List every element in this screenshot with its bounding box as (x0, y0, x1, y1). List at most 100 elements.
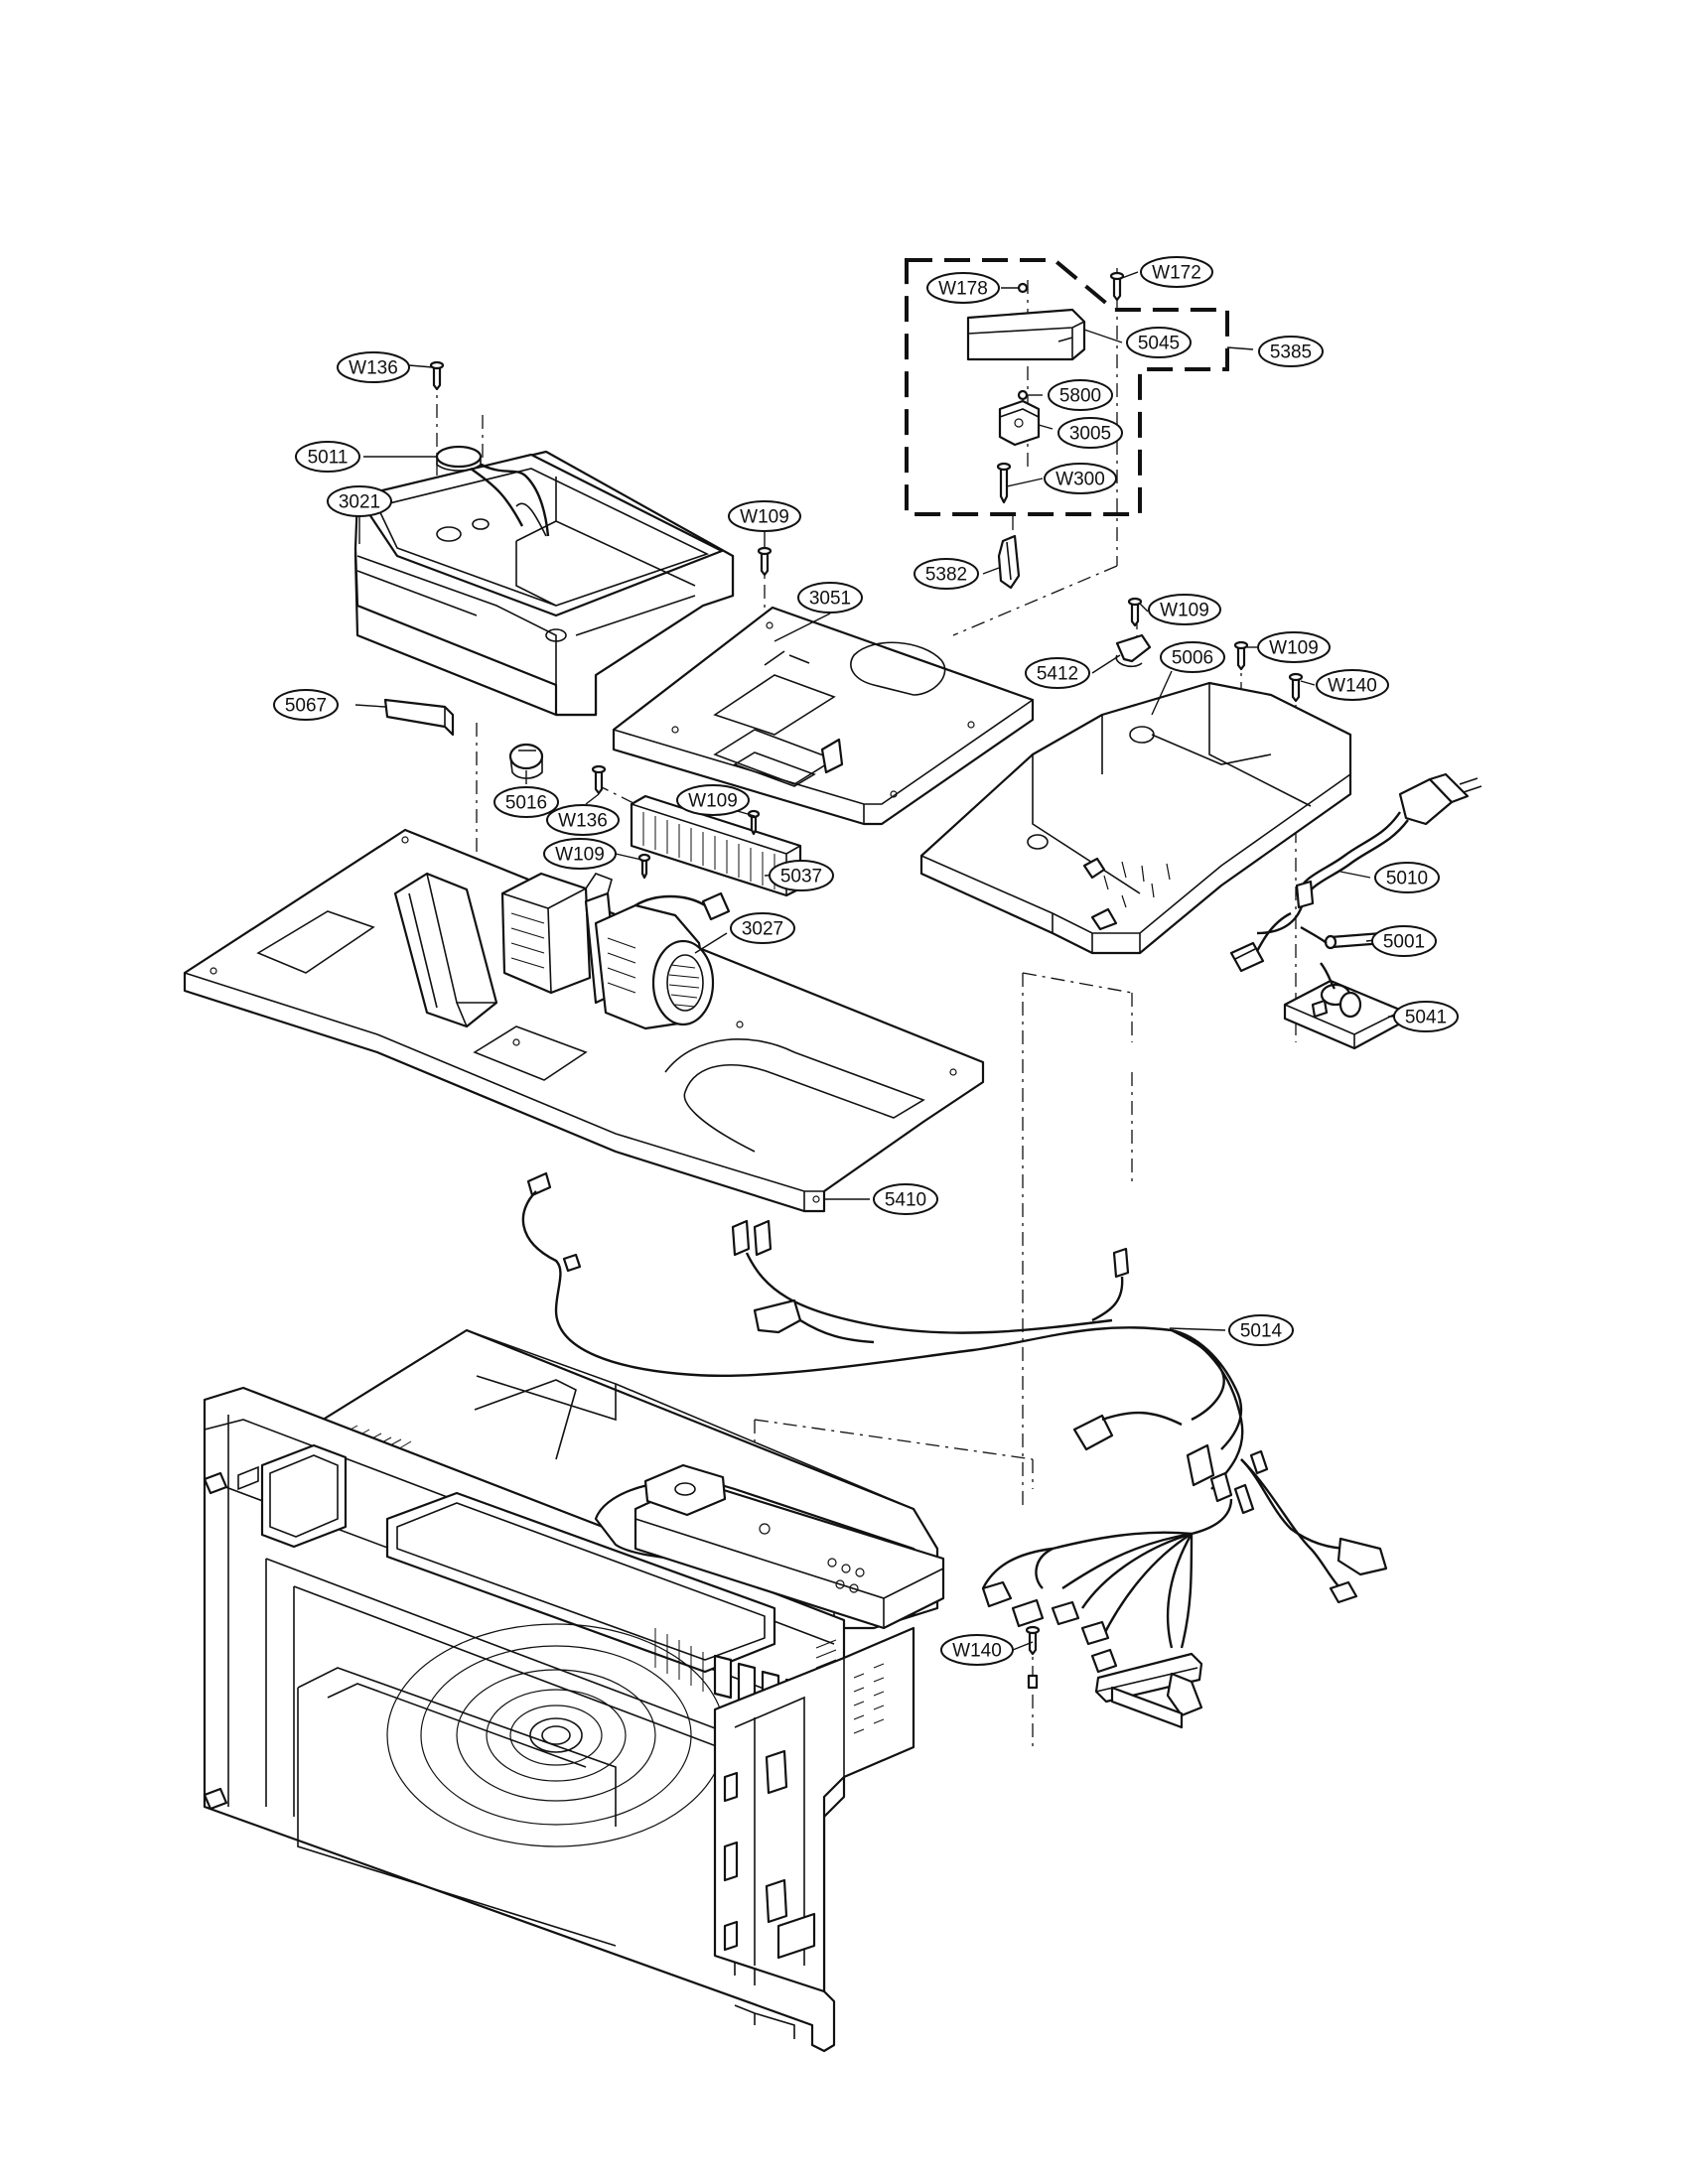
callout-oval (327, 485, 392, 517)
leader-lines (354, 271, 1402, 1651)
screw-w300 (996, 462, 1012, 504)
callout-5045: 5045 (1126, 327, 1192, 358)
callout-oval (1044, 463, 1117, 494)
callout-oval (1393, 1001, 1459, 1032)
callout-5385: 5385 (1258, 336, 1324, 367)
callout-oval (546, 804, 620, 836)
callout-w109d: W109 (676, 784, 750, 816)
callout-w109c: W109 (1257, 631, 1331, 663)
callout-oval (337, 351, 410, 383)
screw-w109-plate (757, 546, 773, 577)
screw-w136-top (429, 360, 445, 391)
callout-label: 5010 (1386, 869, 1428, 889)
screw-w109-tray-a (1127, 597, 1143, 627)
screw-w136-lower (591, 764, 607, 795)
callout-w178: W178 (926, 272, 1000, 304)
screw-w109-tray-b (1233, 640, 1249, 671)
callout-oval (1160, 641, 1225, 673)
callout-label: 5067 (285, 696, 327, 717)
callout-oval (769, 860, 834, 891)
bracket-5067 (383, 698, 455, 737)
callout-label: W109 (1269, 638, 1319, 659)
callout-label: W300 (1055, 470, 1105, 490)
actuator-5382 (997, 534, 1021, 590)
callout-oval (1374, 862, 1440, 893)
oven-cavity-chassis (203, 1328, 945, 2053)
callout-oval (493, 786, 559, 818)
callout-w172: W172 (1140, 256, 1213, 288)
callout-3051: 3051 (797, 582, 863, 614)
callout-oval (914, 558, 979, 590)
callout-w109e: W109 (543, 838, 617, 870)
callout-label: 3005 (1069, 424, 1111, 445)
callout-5041: 5041 (1393, 1001, 1459, 1032)
callout-label: W140 (1328, 676, 1377, 697)
screw-w109-blower (637, 853, 651, 880)
callout-label: 5412 (1037, 664, 1078, 685)
callout-oval (1148, 594, 1221, 625)
callout-label: 5011 (308, 448, 349, 469)
callout-5382: 5382 (914, 558, 979, 590)
wire-harness-5014 (521, 1171, 1388, 1729)
screw-w140-tray (1288, 672, 1304, 703)
callout-label: 5410 (885, 1190, 926, 1211)
callout-oval (873, 1183, 938, 1215)
screw-w172 (1109, 271, 1125, 302)
callout-label: W178 (938, 279, 988, 300)
callout-oval (1228, 1314, 1294, 1346)
callout-5037: 5037 (769, 860, 834, 891)
callout-label: 5001 (1383, 932, 1425, 953)
callout-label: 5385 (1270, 342, 1312, 363)
callout-oval (1126, 327, 1192, 358)
tray-5006 (919, 681, 1352, 955)
callout-label: 5037 (780, 867, 822, 887)
callout-label: 5016 (505, 793, 547, 814)
callout-label: W109 (688, 791, 738, 812)
base-plate-5410 (183, 828, 985, 1213)
duct-cover-3021 (353, 450, 735, 717)
callout-w136a: W136 (337, 351, 410, 383)
callout-5412: 5412 (1025, 657, 1090, 689)
vent-duct (393, 872, 498, 1028)
callout-w109a: W109 (728, 500, 801, 532)
callout-label: W136 (349, 358, 398, 379)
callout-label: 3027 (742, 919, 783, 940)
callout-oval (728, 500, 801, 532)
callout-label: W109 (555, 845, 605, 866)
callout-oval (1025, 657, 1090, 689)
callout-label: W136 (558, 811, 608, 832)
callout-3005: 3005 (1057, 417, 1123, 449)
callout-label: 3021 (339, 492, 380, 513)
callout-oval (273, 689, 339, 721)
callout-5011: 5011 (295, 441, 360, 473)
switch-3005 (998, 399, 1041, 447)
callout-label: W109 (740, 507, 789, 528)
screw-w178 (1017, 282, 1029, 294)
callout-oval (1048, 379, 1113, 411)
assembly-group-outline (905, 258, 1229, 516)
noise-filter-board-5041 (1283, 962, 1404, 1050)
callout-oval (295, 441, 360, 473)
callout-5067: 5067 (273, 689, 339, 721)
callout-w300: W300 (1044, 463, 1117, 494)
callout-label: 5006 (1172, 648, 1213, 669)
callout-w140b: W140 (940, 1634, 1014, 1666)
callout-w109b: W109 (1148, 594, 1221, 625)
callout-label: 5382 (925, 565, 967, 586)
blower-3027 (500, 872, 731, 1030)
callout-3021: 3021 (327, 485, 392, 517)
callout-oval (1316, 669, 1389, 701)
callout-w140a: W140 (1316, 669, 1389, 701)
callout-label: 5800 (1059, 386, 1101, 407)
callout-oval (926, 272, 1000, 304)
callout-5006: 5006 (1160, 641, 1225, 673)
callout-5016: 5016 (493, 786, 559, 818)
callout-label: 5041 (1405, 1008, 1447, 1028)
callout-oval (940, 1634, 1014, 1666)
callout-w136b: W136 (546, 804, 620, 836)
callout-5010: 5010 (1374, 862, 1440, 893)
callout-oval (543, 838, 617, 870)
callout-oval (676, 784, 750, 816)
callout-oval (730, 912, 795, 944)
